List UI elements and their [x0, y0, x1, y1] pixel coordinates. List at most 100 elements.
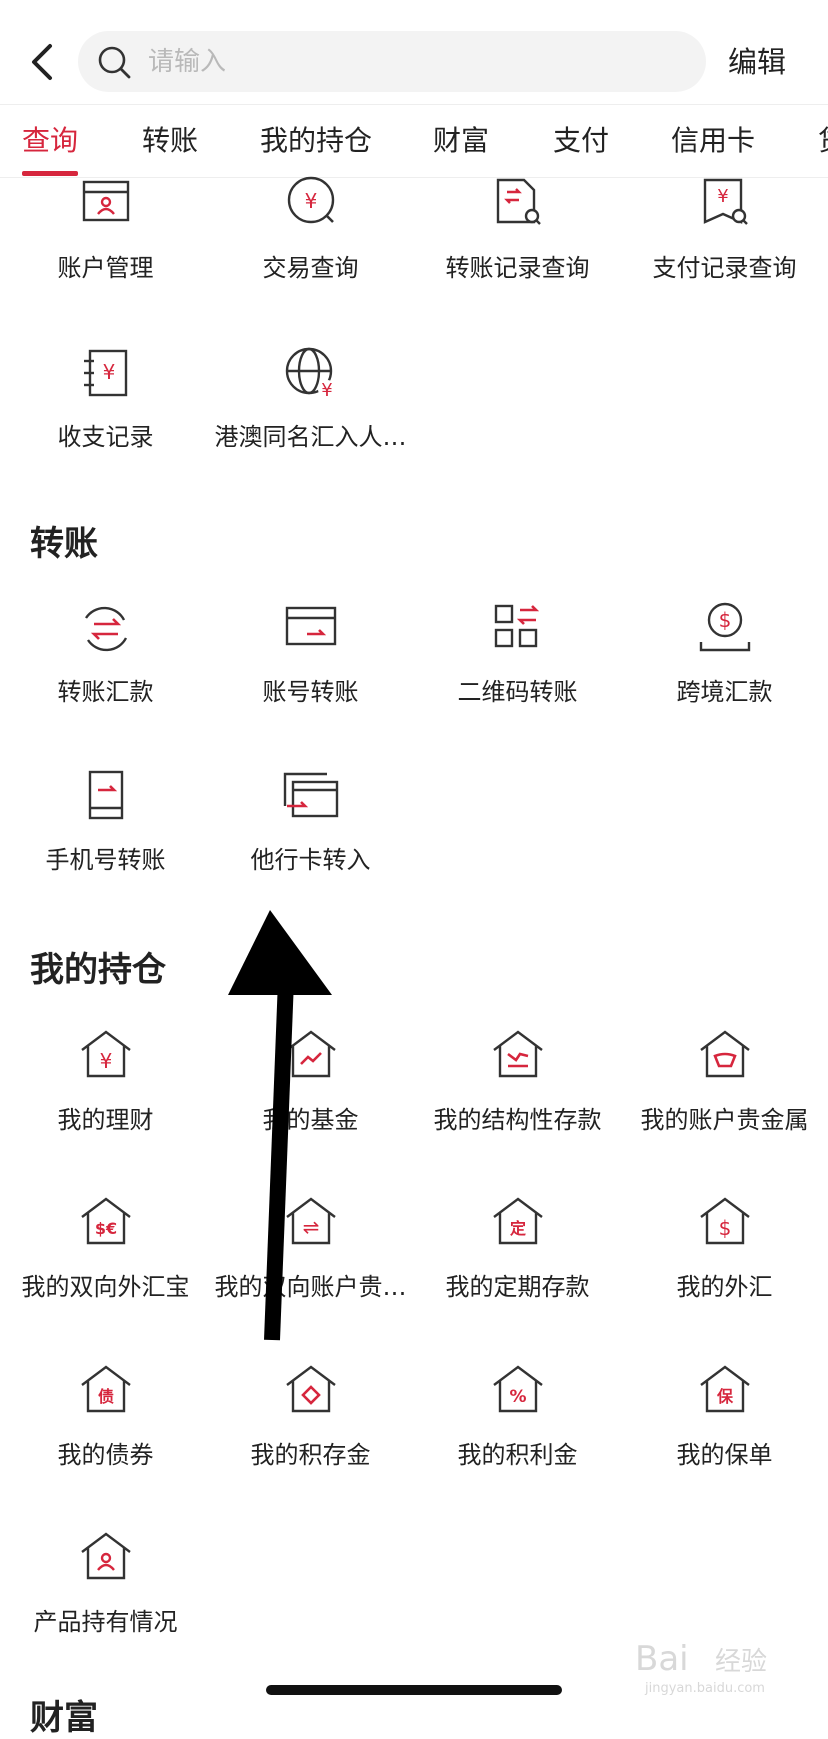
grid-item-label: 港澳同名汇入人…: [214, 423, 407, 451]
house-gold-ingot-icon: [700, 1030, 750, 1078]
grid-item-my-structured-deposit[interactable]: 我的结构性存款: [414, 1020, 621, 1170]
house-bond-icon: 债: [81, 1365, 131, 1413]
tab-credit-card[interactable]: 信用卡: [671, 124, 756, 157]
search-icon: [98, 46, 131, 79]
grid-item-my-fx[interactable]: $ 我的外汇: [621, 1187, 828, 1337]
grid-item-phone-transfer[interactable]: 手机号转账: [2, 760, 209, 910]
grid-item-my-gold-accumulation[interactable]: 我的积存金: [207, 1355, 414, 1505]
grid-item-label: 我的账户贵金属: [640, 1106, 809, 1134]
grid-item-account-transfer[interactable]: 账号转账: [207, 592, 414, 742]
card-transfer-icon: [285, 606, 337, 646]
edit-button[interactable]: 编辑: [728, 45, 787, 79]
dollar-coin-tray-icon: $: [699, 602, 751, 652]
ledger-icon: ¥: [84, 349, 128, 397]
grid-item-my-wealth-management[interactable]: ¥ 我的理财: [2, 1020, 209, 1170]
search-input[interactable]: [146, 39, 690, 85]
tab-holdings[interactable]: 我的持仓: [260, 124, 373, 157]
section-title-holdings: 我的持仓: [30, 950, 166, 990]
grid-item-label: 我的保单: [676, 1441, 773, 1469]
tab-transfer[interactable]: 转账: [142, 124, 199, 157]
house-chart-icon: [286, 1030, 336, 1078]
house-dollar-icon: $: [700, 1197, 750, 1245]
category-tabs: 查询 转账 我的持仓 财富 支付 信用卡 贷: [0, 104, 828, 178]
grid-item-payment-record-query[interactable]: ¥ 支付记录查询: [621, 168, 828, 318]
grid-item-income-expense-record[interactable]: ¥ 收支记录: [2, 337, 209, 487]
grid-item-transfer-remittance[interactable]: 转账汇款: [2, 592, 209, 742]
active-tab-indicator: [22, 171, 78, 176]
grid-item-label: 收支记录: [57, 423, 154, 451]
svg-text:%: %: [509, 1387, 526, 1407]
svg-text:¥: ¥: [305, 189, 318, 213]
grid-item-cross-border-remittance[interactable]: $ 跨境汇款: [621, 592, 828, 742]
grid-item-my-time-deposit[interactable]: 定 我的定期存款: [414, 1187, 621, 1337]
house-yen-icon: ¥: [81, 1030, 131, 1078]
globe-yen-icon: ¥: [285, 347, 336, 401]
tab-loan[interactable]: 贷: [818, 105, 828, 177]
grid-item-label: 二维码转账: [457, 678, 578, 706]
qr-code-icon: [494, 604, 540, 648]
baidu-watermark-icon: Bai 经验 jingyan.baidu.com: [635, 1639, 767, 1696]
house-percent-icon: %: [493, 1365, 543, 1413]
svg-text:$€: $€: [95, 1219, 117, 1238]
grid-item-label: 我的积存金: [250, 1441, 371, 1469]
svg-text:¥: ¥: [103, 360, 116, 384]
section-title-wealth: 财富: [30, 1698, 98, 1738]
grid-item-my-interest-gold[interactable]: % 我的积利金: [414, 1355, 621, 1505]
grid-item-label: 我的结构性存款: [433, 1106, 602, 1134]
grid-item-label: 手机号转账: [45, 846, 166, 874]
grid-item-label: 转账记录查询: [445, 254, 590, 282]
svg-text:$: $: [719, 1216, 732, 1240]
annotation-arrow-icon: [228, 910, 332, 1341]
house-diamond-icon: [286, 1365, 336, 1413]
document-search-icon: [496, 178, 541, 225]
grid-item-label: 账号转账: [262, 678, 359, 706]
grid-item-account-management[interactable]: 账户管理: [2, 168, 209, 318]
grid-item-label: 我的外汇: [676, 1273, 773, 1301]
svg-text:Bai: Bai: [635, 1639, 689, 1679]
grid-item-label: 他行卡转入: [250, 846, 371, 874]
grid-item-my-policy[interactable]: 保 我的保单: [621, 1355, 828, 1505]
grid-item-label: 交易查询: [262, 254, 359, 282]
account-card-icon: [82, 180, 130, 222]
yen-search-icon: ¥: [287, 176, 335, 224]
svg-text:¥: ¥: [100, 1049, 113, 1073]
svg-text:$: $: [719, 608, 732, 632]
tab-wealth[interactable]: 财富: [433, 124, 490, 157]
house-dollar-euro-icon: $€: [81, 1197, 131, 1245]
grid-item-label: 跨境汇款: [676, 678, 773, 706]
svg-text:债: 债: [98, 1387, 114, 1406]
tab-query[interactable]: 查询: [22, 124, 79, 157]
svg-text:¥: ¥: [321, 380, 332, 401]
grid-item-label: 我的双向外汇宝: [21, 1273, 190, 1301]
grid-item-my-two-way-fx[interactable]: $€ 我的双向外汇宝: [2, 1187, 209, 1337]
phone-transfer-icon: [88, 770, 124, 820]
grid-item-my-precious-metal[interactable]: 我的账户贵金属: [621, 1020, 828, 1170]
grid-item-qr-transfer[interactable]: 二维码转账: [414, 592, 621, 742]
grid-item-hk-macau-remitter[interactable]: ¥ 港澳同名汇入人…: [207, 337, 414, 487]
grid-item-label: 我的积利金: [457, 1441, 578, 1469]
home-indicator[interactable]: [266, 1685, 562, 1695]
back-arrow-icon[interactable]: [22, 40, 62, 84]
house-person-icon: [81, 1532, 131, 1580]
grid-item-transfer-record-query[interactable]: 转账记录查询: [414, 168, 621, 318]
svg-text:¥: ¥: [717, 186, 728, 207]
search-box[interactable]: [78, 31, 706, 92]
svg-text:保: 保: [716, 1387, 734, 1406]
house-insurance-icon: 保: [700, 1365, 750, 1413]
grid-item-my-bond[interactable]: 债 我的债券: [2, 1355, 209, 1505]
grid-item-transaction-query[interactable]: ¥ 交易查询: [207, 168, 414, 318]
section-title-transfer: 转账: [30, 524, 98, 564]
grid-item-label: 转账汇款: [57, 678, 154, 706]
house-exchange-icon: ⇌: [286, 1197, 336, 1245]
grid-item-my-fund[interactable]: 我的基金: [207, 1020, 414, 1170]
grid-item-label: 我的理财: [57, 1106, 154, 1134]
tab-payment[interactable]: 支付: [553, 124, 610, 157]
grid-item-my-two-way-account-metal[interactable]: ⇌ 我的双向账户贵…: [207, 1187, 414, 1337]
grid-item-other-bank-card-in[interactable]: 他行卡转入: [207, 760, 414, 910]
stacked-cards-icon: [283, 772, 339, 818]
circular-transfer-icon: [84, 606, 128, 652]
grid-item-label: 我的定期存款: [445, 1273, 590, 1301]
grid-item-product-holdings[interactable]: 产品持有情况: [2, 1522, 209, 1672]
svg-text:jingyan.baidu.com: jingyan.baidu.com: [644, 1681, 765, 1696]
grid-item-label: 账户管理: [57, 254, 154, 282]
